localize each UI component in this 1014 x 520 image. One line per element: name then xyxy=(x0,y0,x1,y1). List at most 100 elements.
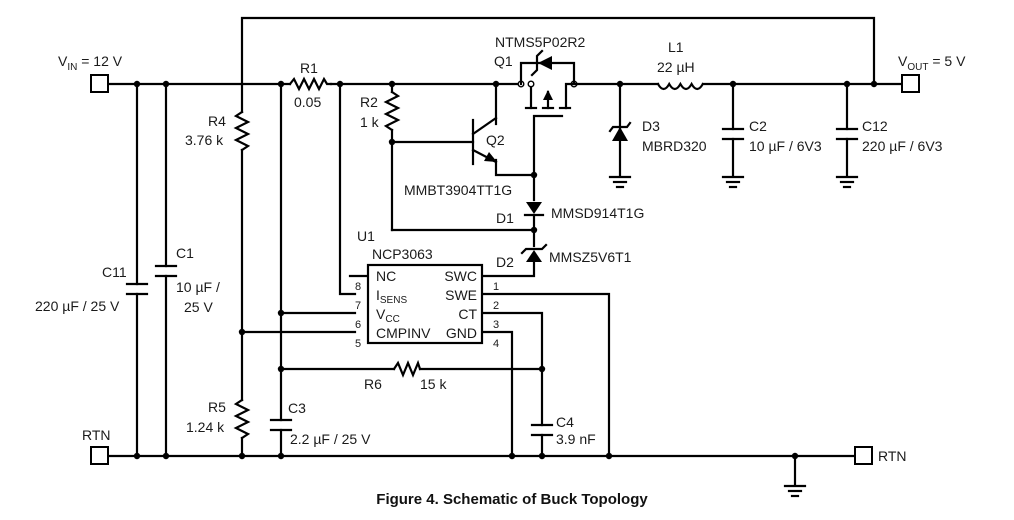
junction xyxy=(791,452,799,460)
c11-value: 220 µF / 25 V xyxy=(35,298,120,314)
junction xyxy=(388,138,396,146)
junction xyxy=(238,328,246,336)
c12-ref: C12 xyxy=(862,118,888,134)
terminal-pad[interactable] xyxy=(90,74,109,93)
terminal-pad[interactable] xyxy=(90,446,109,465)
terminal-rtn-right[interactable]: RTN xyxy=(854,446,907,465)
u1-ref: U1 xyxy=(357,228,375,244)
body-diode-zener-bar xyxy=(530,49,544,77)
q2-part: MMBT3904TT1G xyxy=(404,182,512,198)
pin-name-swc: SWC xyxy=(444,268,477,284)
c2-ref: C2 xyxy=(749,118,767,134)
zener-bar xyxy=(520,243,548,255)
pin-number: 7 xyxy=(355,300,361,312)
terminal-vin[interactable]: VIN = 12 V xyxy=(58,53,123,93)
inductor-coil xyxy=(656,81,705,91)
r4-ref: R4 xyxy=(208,113,226,129)
diode-triangle xyxy=(526,202,542,214)
ground-c2 xyxy=(721,175,745,189)
junction xyxy=(492,80,500,88)
pin-number: 5 xyxy=(355,338,361,350)
pin-number: 3 xyxy=(493,319,499,331)
ic-u1: U1 NCP3063 NC ISENS VCC CMPINV SWC SWE C… xyxy=(355,228,499,350)
c4-value: 3.9 nF xyxy=(556,431,596,447)
r4-value: 3.76 k xyxy=(185,132,224,148)
c11-ref: C11 xyxy=(102,264,127,280)
mosfet-q1: NTMS5P02R2 Q1 xyxy=(494,34,585,110)
r5-value: 1.24 k xyxy=(186,419,225,435)
resistor-r5: R5 1.24 k xyxy=(186,398,251,440)
wire-d2-swc xyxy=(480,260,536,278)
resistor-zigzag xyxy=(383,90,401,132)
junction xyxy=(605,452,613,460)
capacitor-c3: C3 2.2 µF / 25 V xyxy=(269,400,371,447)
resistor-zigzag xyxy=(392,359,422,378)
pin-name-cmpinv: CMPINV xyxy=(376,325,431,341)
pin-number: 4 xyxy=(493,338,499,350)
c12-value: 220 µF / 6V3 xyxy=(862,138,943,154)
c1-ref: C1 xyxy=(176,245,194,261)
junction xyxy=(530,226,538,234)
d3-ref: D3 xyxy=(642,118,660,134)
resistor-r6: R6 15 k xyxy=(364,359,447,392)
transistor-q2: Q2 MMBT3904TT1G xyxy=(404,116,512,198)
terminal-vout[interactable]: VOUT = 5 V xyxy=(898,53,966,93)
junction xyxy=(870,80,878,88)
r1-ref: R1 xyxy=(300,60,318,76)
c4-ref: C4 xyxy=(556,414,574,430)
capacitor-c12: C12 220 µF / 6V3 xyxy=(835,118,943,154)
c2-value: 10 µF / 6V3 xyxy=(749,138,822,154)
terminal-pad[interactable] xyxy=(854,446,873,465)
capacitor-c2: C2 10 µF / 6V3 xyxy=(721,118,822,154)
zener-d2: D2 MMSZ5V6T1 xyxy=(496,243,632,270)
resistor-r2: R2 1 k xyxy=(360,90,401,132)
r1-value: 0.05 xyxy=(294,94,321,110)
u1-part: NCP3063 xyxy=(372,246,433,262)
diode-d1: D1 MMSD914T1G xyxy=(496,202,644,226)
d2-ref: D2 xyxy=(496,254,514,270)
r2-value: 1 k xyxy=(360,114,380,130)
ground-d3 xyxy=(608,175,632,189)
junction xyxy=(277,452,285,460)
vin-label: VIN = 12 V xyxy=(58,53,123,73)
junction xyxy=(729,80,737,88)
wire-q2-emitter xyxy=(494,158,536,177)
junction xyxy=(162,452,170,460)
junction xyxy=(336,80,344,88)
pin-name-ct: CT xyxy=(458,306,477,322)
pin-number: 6 xyxy=(355,319,361,331)
pin-number: 8 xyxy=(355,281,361,293)
wire-gnd xyxy=(480,330,514,458)
resistor-zigzag xyxy=(288,76,333,92)
l1-value: 22 µH xyxy=(657,59,695,75)
d2-part: MMSZ5V6T1 xyxy=(549,249,632,265)
resistor-r4: R4 3.76 k xyxy=(185,110,251,152)
junction xyxy=(843,80,851,88)
wire-ct xyxy=(480,311,544,427)
pin-name-swe: SWE xyxy=(445,287,477,303)
ground-c12 xyxy=(835,175,859,189)
rtn-left-label: RTN xyxy=(82,427,111,443)
junction xyxy=(530,171,538,179)
junction xyxy=(133,452,141,460)
wire-top-loop xyxy=(240,16,876,86)
junction xyxy=(133,80,141,88)
terminal-pad[interactable] xyxy=(901,74,920,93)
pin-name-vcc: VCC xyxy=(376,306,400,325)
mosfet-body-arrow xyxy=(543,90,553,100)
schottky-d3: D3 MBRD320 xyxy=(608,118,707,154)
junction xyxy=(277,309,285,317)
junctions xyxy=(133,80,878,460)
wire-swe xyxy=(480,292,611,458)
c1-value-line1: 10 µF / xyxy=(176,279,220,295)
junction xyxy=(616,80,624,88)
r6-value: 15 k xyxy=(420,376,447,392)
terminal-rtn-left[interactable]: RTN xyxy=(82,427,111,465)
junction xyxy=(508,452,516,460)
junction xyxy=(388,80,396,88)
pin-name-nc: NC xyxy=(376,268,396,284)
capacitor-c1: C1 10 µF / 25 V xyxy=(154,245,220,315)
r2-ref: R2 xyxy=(360,94,378,110)
d3-part: MBRD320 xyxy=(642,138,707,154)
vout-label: VOUT = 5 V xyxy=(898,53,966,73)
